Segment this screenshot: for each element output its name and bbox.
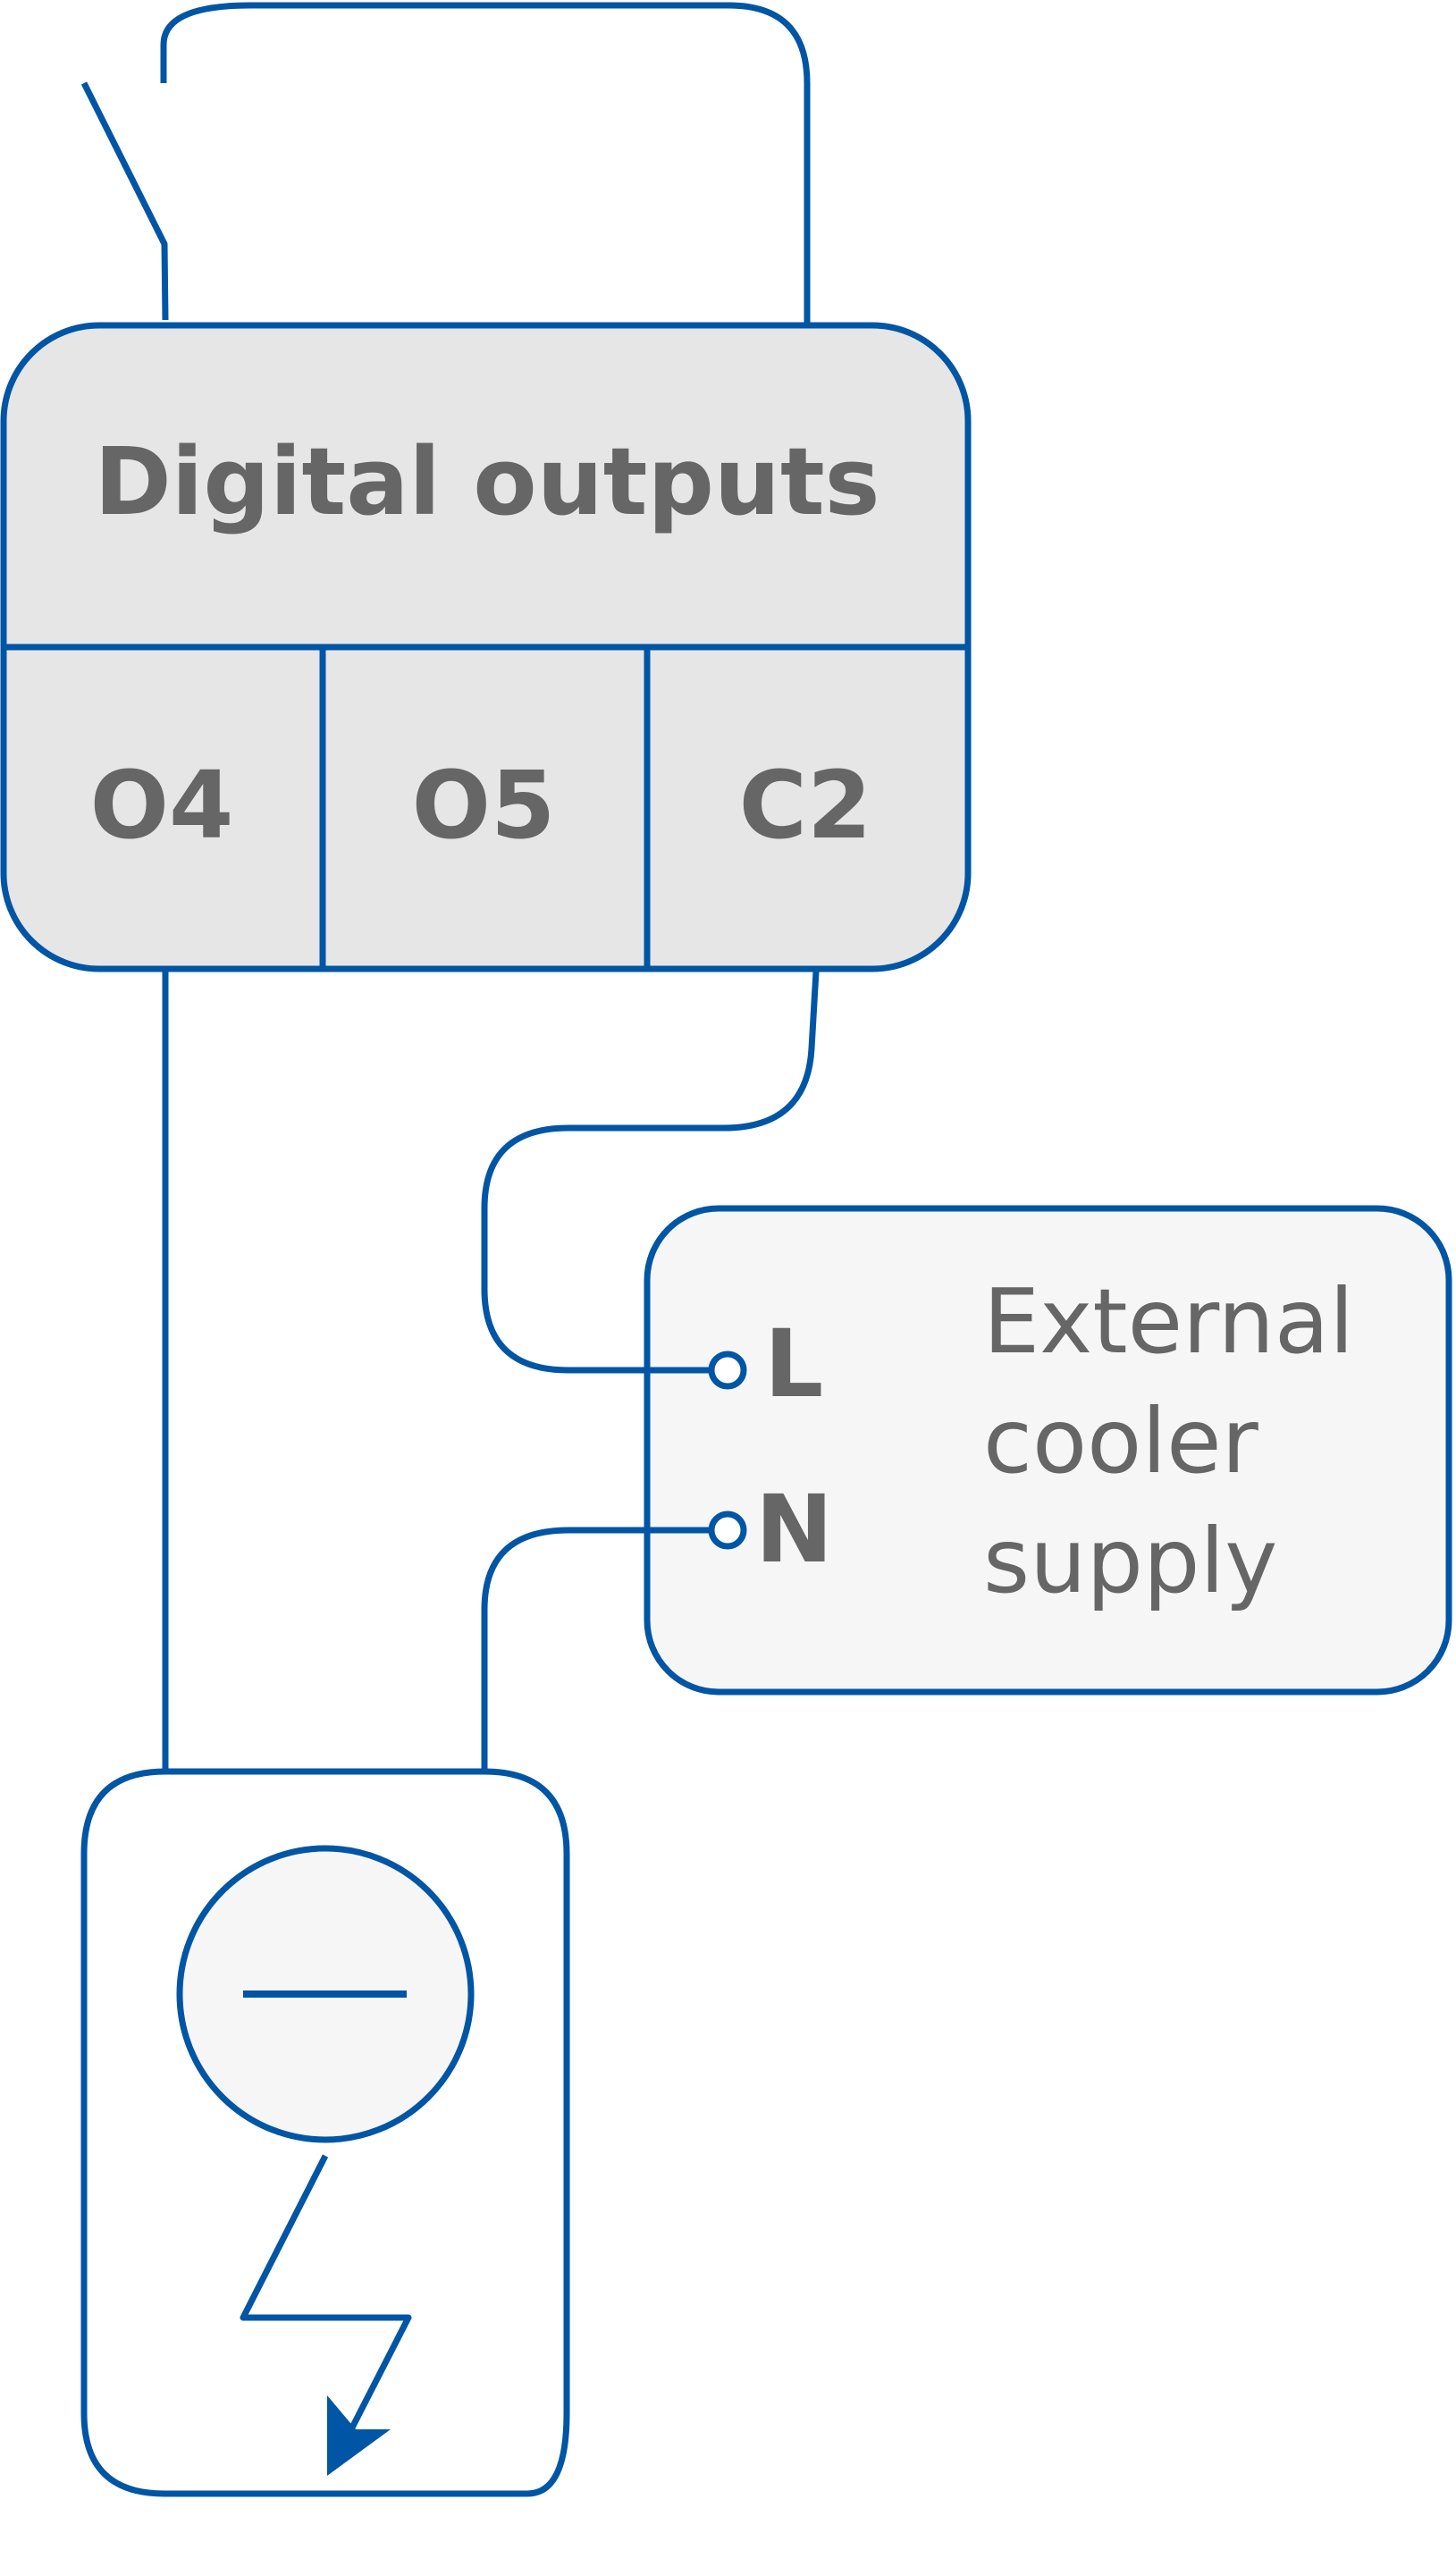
motor-circle-icon xyxy=(176,1845,475,2143)
terminal-l-connector-icon xyxy=(708,1351,747,1390)
terminal-n: N xyxy=(755,1475,833,1584)
terminal-l: L xyxy=(764,1309,823,1418)
supply-label-line-3: supply xyxy=(983,1509,1277,1613)
lightning-bolt-icon xyxy=(240,2154,412,2476)
terminal-c2: C2 xyxy=(739,751,872,860)
switch-blade xyxy=(80,81,169,321)
external-supply-box xyxy=(644,1205,1452,1696)
switch-contact-icon xyxy=(80,2,811,325)
terminal-o5: O5 xyxy=(412,751,556,860)
wire-c2-to-l xyxy=(481,971,820,1374)
wire-n-to-cooler xyxy=(481,1527,711,1772)
supply-label-line-1: External xyxy=(983,1269,1354,1374)
external-cooler-supply: External cooler supply L N xyxy=(644,1205,1452,1696)
digital-outputs-module: Digital outputs O4 O5 C2 xyxy=(0,322,972,972)
digital-outputs-title: Digital outputs xyxy=(94,427,879,536)
terminal-o4: O4 xyxy=(90,751,234,860)
switch-return-wire xyxy=(160,2,811,325)
cooler-unit-icon xyxy=(80,1768,570,2497)
supply-label-line-2: cooler xyxy=(983,1389,1259,1494)
terminal-n-connector-icon xyxy=(708,1511,747,1550)
